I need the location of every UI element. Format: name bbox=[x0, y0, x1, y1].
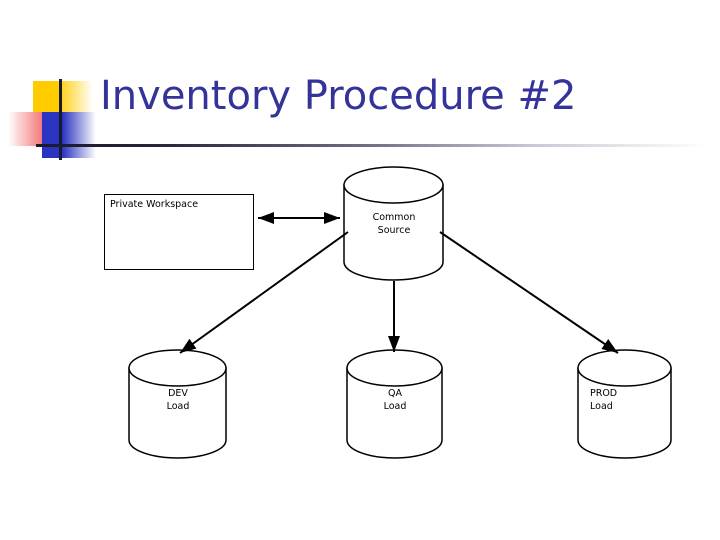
cylinder-top bbox=[577, 349, 672, 387]
cylinder-top bbox=[343, 166, 444, 204]
cylinder-top bbox=[128, 349, 227, 387]
connector-common-source-dev-load[interactable] bbox=[179, 231, 349, 354]
cylinder-body bbox=[346, 367, 443, 459]
cylinder-body bbox=[577, 367, 672, 459]
page-title: Inventory Procedure #2 bbox=[100, 73, 577, 119]
cylinder-top bbox=[346, 349, 443, 387]
connector-common-source-prod-load[interactable] bbox=[439, 231, 619, 354]
node-prod-load[interactable] bbox=[577, 349, 672, 459]
node-private-workspace[interactable] bbox=[104, 194, 254, 270]
decoration-vertical-rule bbox=[59, 79, 62, 160]
cylinder-body bbox=[128, 367, 227, 459]
decoration-blue-square bbox=[42, 112, 96, 158]
decoration-horizontal-rule bbox=[36, 144, 708, 147]
node-label-private-workspace: Private Workspace bbox=[110, 199, 199, 210]
node-dev-load[interactable] bbox=[128, 349, 227, 459]
node-label-dev-load: DEV Load bbox=[166, 388, 190, 412]
node-label-qa-load: QA Load bbox=[383, 388, 407, 412]
node-common-source[interactable] bbox=[343, 166, 444, 281]
node-label-common-source: Common Source bbox=[372, 212, 416, 236]
decoration-yellow-square bbox=[33, 81, 93, 113]
cylinder-body bbox=[343, 184, 444, 281]
node-qa-load[interactable] bbox=[346, 349, 443, 459]
node-label-prod-load: PROD Load bbox=[590, 388, 618, 412]
